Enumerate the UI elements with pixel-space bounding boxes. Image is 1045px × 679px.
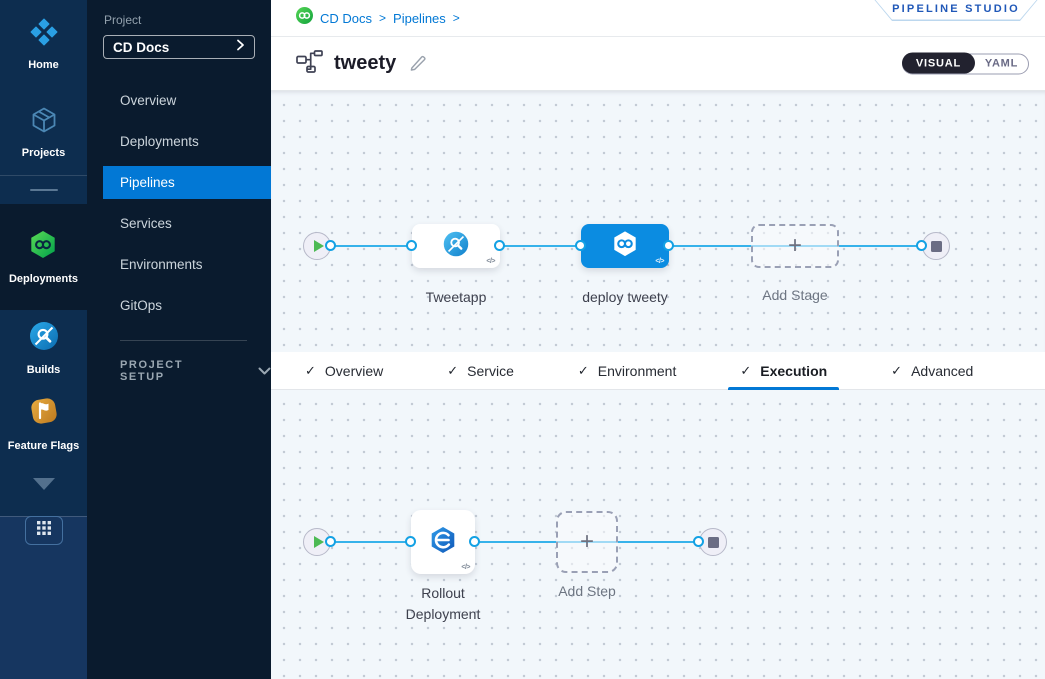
sidebar-divider <box>120 340 247 341</box>
stage-canvas[interactable]: </> </> + Tweetapp deploy tweety <box>271 90 1045 352</box>
rail-divider <box>29 189 58 191</box>
breadcrumb-link-project[interactable]: CD Docs <box>320 10 373 26</box>
execution-step-canvas[interactable]: </> + Rollout Deployment Add Step <box>271 390 1045 679</box>
add-stage-label: Add Stage <box>762 287 828 303</box>
more-modules-chevron-icon[interactable] <box>32 478 55 490</box>
breadcrumb-separator: > <box>452 11 460 25</box>
rail-item-label: Projects <box>21 147 66 159</box>
sidebar-item-overview[interactable]: Overview <box>120 93 177 108</box>
connector-port[interactable] <box>916 240 927 251</box>
play-icon <box>313 536 324 548</box>
connector-port[interactable] <box>575 240 586 251</box>
toggle-visual[interactable]: VISUAL <box>902 52 975 74</box>
edit-pipeline-button[interactable] <box>409 52 428 76</box>
breadcrumb-separator: > <box>379 11 387 25</box>
stage-label: deploy tweety <box>582 289 668 305</box>
add-step-button[interactable]: + <box>556 511 618 573</box>
check-icon: ✓ <box>577 362 589 378</box>
pipeline-studio-badge-label: PIPELINE STUDIO <box>892 3 1020 16</box>
stop-icon <box>930 240 942 252</box>
project-setup-toggle[interactable]: PROJECT SETUP <box>87 359 271 383</box>
step-node-rollout-deployment[interactable]: </> <box>411 510 475 574</box>
projects-icon <box>29 105 59 140</box>
project-selector[interactable]: CD Docs <box>103 35 255 59</box>
rail-item-label: Home <box>28 59 59 71</box>
breadcrumb-link-pipelines[interactable]: Pipelines <box>393 10 446 26</box>
add-stage-button[interactable]: + <box>751 224 839 268</box>
pipeline-icon <box>296 49 323 78</box>
flow-connector <box>317 541 713 543</box>
rail-item-deployments[interactable]: Deployments <box>9 229 78 285</box>
stage-label: Tweetapp <box>425 289 487 305</box>
connector-port[interactable] <box>406 240 417 251</box>
cd-deploy-icon <box>610 229 640 264</box>
code-icon: </> <box>655 258 664 265</box>
tab-execution[interactable]: ✓ Execution <box>728 352 840 390</box>
sidebar-item-deployments[interactable]: Deployments <box>120 134 199 149</box>
rollout-deployment-icon <box>427 524 459 561</box>
pipeline-studio-badge: PIPELINE STUDIO <box>872 0 1040 21</box>
tab-environment[interactable]: ✓ Environment <box>577 362 677 379</box>
step-label: Rollout Deployment <box>405 585 481 622</box>
rail-item-label: Builds <box>26 364 61 376</box>
pipeline-name: tweety <box>334 52 397 74</box>
check-icon: ✓ <box>305 362 316 378</box>
ci-build-icon <box>442 230 470 263</box>
connector-port[interactable] <box>469 536 480 547</box>
check-icon: ✓ <box>447 362 459 378</box>
sidebar-item-services[interactable]: Services <box>120 216 172 231</box>
connector-port[interactable] <box>325 240 336 251</box>
rail-item-home[interactable]: Home <box>0 0 87 88</box>
chevron-down-icon <box>258 362 271 380</box>
project-setup-label: PROJECT SETUP <box>120 359 184 383</box>
code-icon: </> <box>461 564 470 571</box>
chevron-right-icon <box>236 38 245 56</box>
main-content: PIPELINE STUDIO CD Docs > Pipelines > tw… <box>271 0 1045 679</box>
plus-icon: + <box>579 528 594 555</box>
project-name: CD Docs <box>113 39 170 55</box>
apps-grid-icon <box>36 521 51 540</box>
check-icon: ✓ <box>740 362 752 378</box>
rail-item-label: Feature Flags <box>7 440 80 452</box>
connector-port[interactable] <box>325 536 336 547</box>
builds-icon <box>28 320 60 357</box>
stage-node-tweetapp[interactable]: </> <box>412 224 500 268</box>
rail-item-label: Deployments <box>8 273 79 285</box>
deployments-icon <box>27 229 59 266</box>
project-sidebar: Project CD Docs Overview Deployments Pip… <box>87 0 271 679</box>
rail-item-projects[interactable]: Projects <box>0 88 87 176</box>
connector-port[interactable] <box>494 240 505 251</box>
stage-section-tabs: ✓ Overview ✓ Service ✓ Environment ✓ Exe… <box>271 352 1045 390</box>
edit-pencil-icon <box>409 52 428 76</box>
module-rail: Home Projects Deployments <box>0 0 87 679</box>
toggle-yaml[interactable]: YAML <box>984 57 1019 70</box>
home-icon <box>29 17 59 52</box>
code-icon: </> <box>486 258 495 265</box>
project-label: Project <box>104 13 142 27</box>
check-icon: ✓ <box>891 362 903 378</box>
connector-port[interactable] <box>663 240 674 251</box>
plus-icon: + <box>787 232 802 259</box>
tab-overview[interactable]: ✓ Overview <box>305 362 384 379</box>
connector-port[interactable] <box>405 536 416 547</box>
tab-advanced[interactable]: ✓ Advanced <box>891 362 974 379</box>
visual-yaml-toggle[interactable]: VISUAL YAML <box>902 52 1029 74</box>
harness-cd-icon <box>296 7 313 29</box>
rail-item-builds[interactable]: Builds <box>26 320 61 376</box>
sidebar-item-pipelines[interactable]: Pipelines <box>103 166 271 199</box>
play-icon <box>313 240 324 252</box>
connector-port[interactable] <box>693 536 704 547</box>
pipeline-title-bar: tweety VISUAL YAML <box>271 37 1045 90</box>
rail-item-feature-flags[interactable]: Feature Flags <box>7 394 80 452</box>
stage-node-deploy-tweety[interactable]: </> <box>581 224 669 268</box>
tab-service[interactable]: ✓ Service <box>447 362 514 379</box>
stop-icon <box>707 536 719 548</box>
add-step-label: Add Step <box>558 583 616 599</box>
all-modules-button[interactable] <box>24 516 63 545</box>
sidebar-item-gitops[interactable]: GitOps <box>120 298 163 313</box>
active-tab-underline <box>728 386 840 390</box>
feature-flags-icon <box>27 394 61 433</box>
sidebar-item-environments[interactable]: Environments <box>120 257 203 272</box>
